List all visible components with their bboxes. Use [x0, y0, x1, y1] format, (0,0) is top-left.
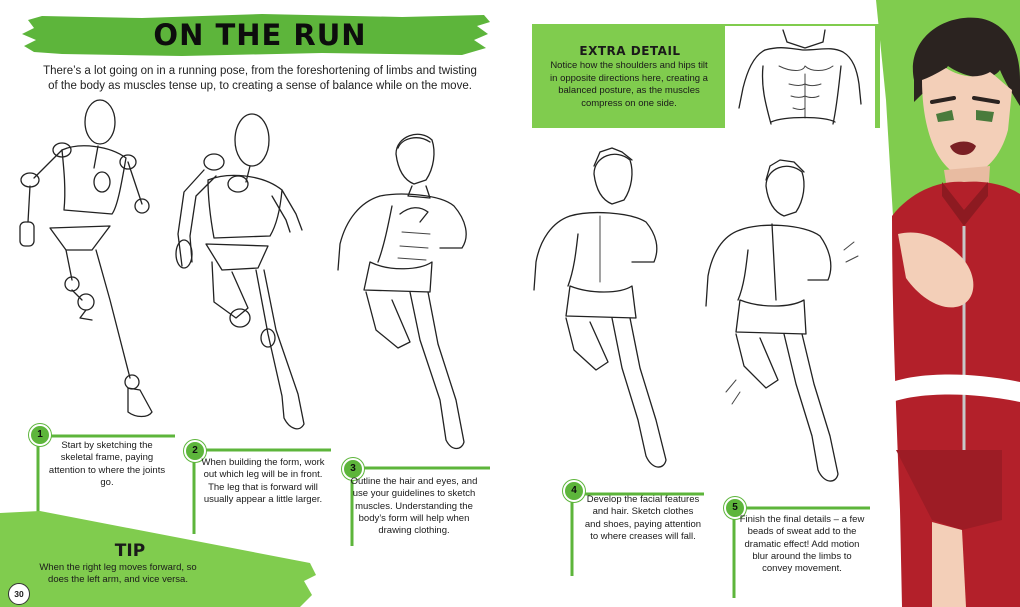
- extra-detail-body: Notice how the shoulders and hips tilt i…: [550, 60, 708, 109]
- tip-block: [0, 511, 316, 607]
- step-2-badge: 2: [184, 440, 206, 462]
- torso-detail-illustration: [725, 26, 875, 128]
- step-5-connector: [732, 506, 870, 598]
- runner-stage-4-clothes: [533, 147, 667, 468]
- page-number: 30: [8, 583, 30, 605]
- intro-paragraph: There’s a lot going on in a running pose…: [43, 65, 477, 92]
- step-3-text: Outline the hair and eyes, and use your …: [350, 476, 478, 537]
- tip-body: When the right leg moves forward, so doe…: [39, 562, 197, 585]
- step-4-connector: [570, 492, 704, 576]
- step-2-connector: [192, 448, 331, 534]
- runner-stage-2-form: [175, 113, 305, 430]
- title-brush-band: [22, 14, 490, 56]
- step-4-badge: 4: [563, 480, 585, 502]
- page-title: ON THE RUN: [153, 18, 367, 52]
- step-5-badge: 5: [724, 497, 746, 519]
- step-1-connector: [36, 434, 175, 512]
- tip-heading: TIP: [114, 541, 146, 561]
- step-1-badge: 1: [29, 424, 51, 446]
- runner-stage-5-final: [705, 159, 859, 482]
- step-4-text: Develop the facial features and hair. Sk…: [584, 494, 702, 542]
- step-2-text: When building the form, work out which l…: [201, 457, 325, 505]
- step-1-text: Start by sketching the skeletal frame, p…: [48, 440, 166, 488]
- runner-stage-3-muscles: [337, 133, 467, 450]
- runner-sketch-sequence: [19, 99, 859, 482]
- step-3-badge: 3: [342, 458, 364, 480]
- extra-detail-heading: EXTRA DETAIL: [579, 44, 681, 58]
- step-5-text: Finish the final details – a few beads o…: [739, 514, 865, 575]
- step-3-connector: [350, 466, 490, 546]
- finished-runner-illustration: [892, 17, 1020, 607]
- runner-stage-1-skeleton: [19, 99, 153, 418]
